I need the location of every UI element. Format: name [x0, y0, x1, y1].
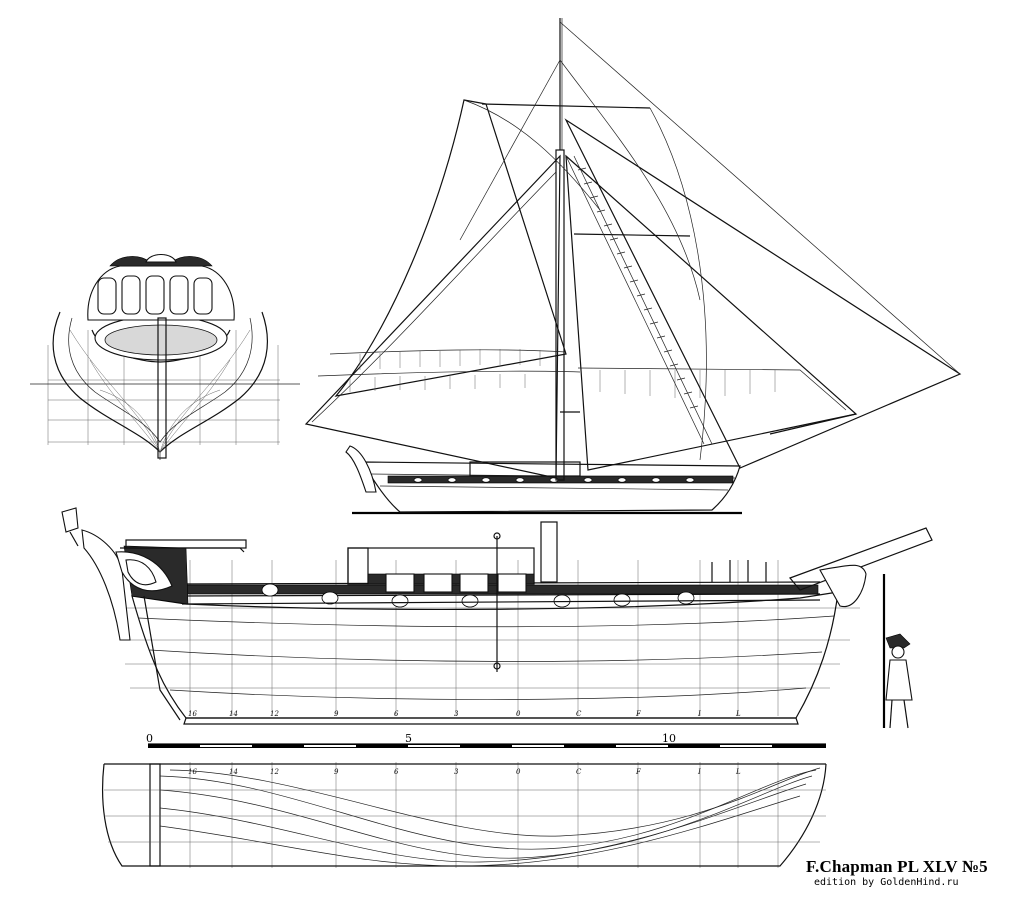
station-mark: L [735, 768, 741, 776]
scale-label-10: 10 [662, 732, 676, 745]
station-mark: 6 [394, 768, 399, 776]
station-mark: 16 [188, 768, 197, 776]
station-mark: 6 [394, 710, 399, 718]
sheer-plan-profile: 16 14 12 9 6 3 0 C F I L [61, 507, 933, 729]
station-mark: L [735, 710, 741, 718]
body-plan-stern-view [30, 253, 300, 460]
station-mark: 0 [516, 710, 521, 718]
station-mark: I [697, 710, 701, 718]
sail-plan [304, 18, 962, 515]
half-breadth-plan: 16 14 12 9 6 3 0 C F I L [102, 762, 827, 868]
station-mark: 12 [270, 710, 279, 718]
station-mark: I [697, 768, 701, 776]
scale-label-5: 5 [405, 732, 412, 745]
station-mark: 14 [229, 710, 238, 718]
station-mark: F [635, 710, 642, 718]
scale-figure [882, 574, 913, 729]
plate-credit: edition by GoldenHind.ru [814, 877, 959, 888]
station-mark: 9 [334, 710, 339, 718]
station-mark: 9 [334, 768, 339, 776]
station-mark: 3 [454, 768, 459, 776]
station-mark: C [576, 768, 582, 776]
station-mark: 3 [454, 710, 459, 718]
station-mark: 0 [516, 768, 521, 776]
station-mark: F [635, 768, 642, 776]
plate-title: F.Chapman PL XLV №5 [806, 857, 988, 876]
scale-bar: 0 5 10 [146, 732, 826, 748]
station-mark: 14 [229, 768, 238, 776]
station-mark: 16 [188, 710, 197, 718]
scale-label-0: 0 [146, 732, 153, 745]
station-mark: C [576, 710, 582, 718]
station-mark: 12 [270, 768, 279, 776]
